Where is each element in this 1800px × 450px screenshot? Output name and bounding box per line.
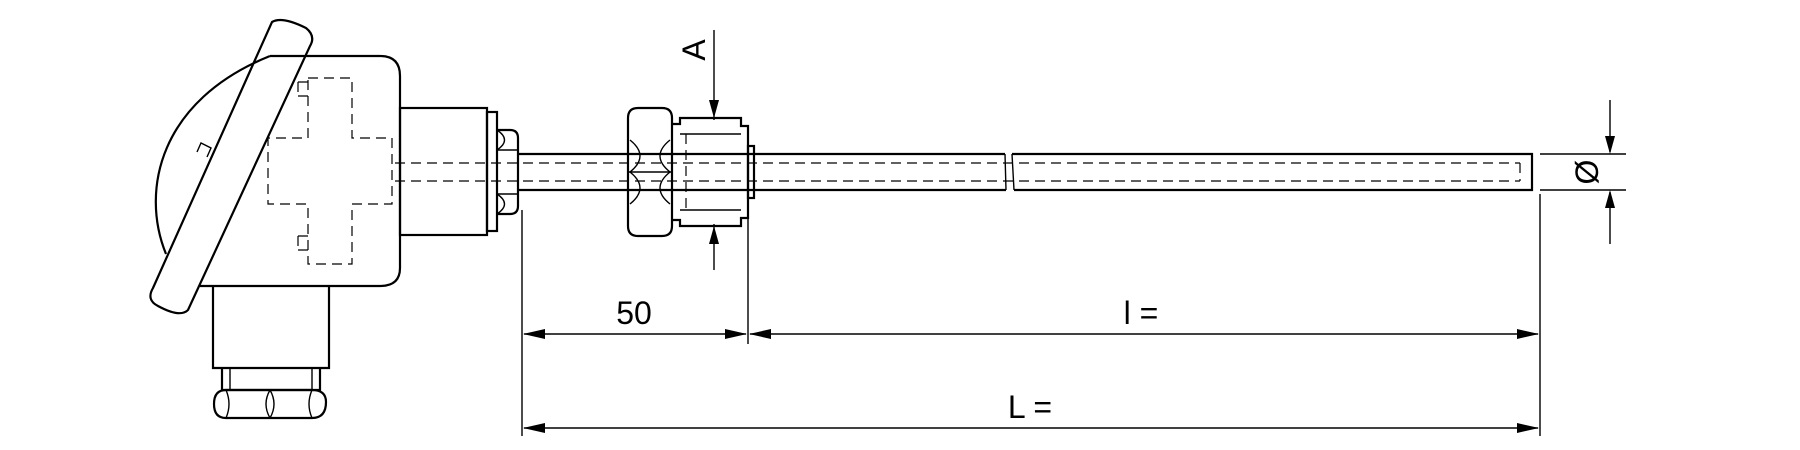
fitting-length-label: 50 — [616, 295, 652, 331]
thread-dimension: A — [676, 30, 719, 270]
diameter-dimension: Ø — [1540, 100, 1626, 244]
insertion-length-label: l = — [1124, 295, 1159, 331]
compression-fitting — [626, 106, 756, 238]
total-length-label: L = — [1008, 389, 1052, 425]
diameter-label: Ø — [1569, 160, 1605, 185]
connection-head — [149, 18, 402, 420]
neck-fitting — [398, 106, 520, 237]
insertion-length-dimension: l = — [749, 295, 1539, 339]
extension-lines — [521, 194, 1541, 436]
protection-tube — [395, 152, 1534, 192]
thread-label: A — [676, 39, 712, 61]
total-length-dimension: L = — [523, 389, 1539, 433]
fitting-length-dimension: 50 — [523, 295, 747, 339]
